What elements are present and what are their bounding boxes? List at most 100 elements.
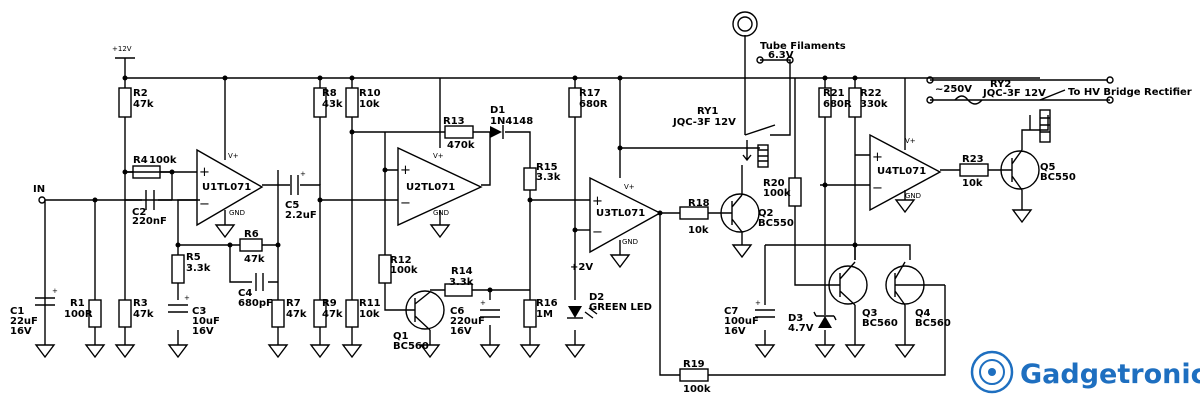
resistor-ref: R12	[390, 255, 412, 266]
diode-value: 1N4148	[490, 116, 533, 127]
resistor-r16	[523, 299, 537, 328]
opamp-u3: + − U3TL071 V+ GND	[589, 176, 662, 254]
resistor-r18	[679, 206, 709, 220]
wires	[44, 35, 1110, 376]
resistor-value: 100k	[390, 265, 418, 276]
resistor-r4	[132, 165, 161, 179]
opamp-u1: + − U1TL071 V+ GND	[196, 148, 264, 227]
resistor-value: 680R	[823, 99, 852, 110]
capacitor-ref: C4	[238, 288, 252, 299]
resistor-ref: R4	[133, 155, 148, 166]
transistor-ref: Q4	[915, 308, 931, 319]
resistor-r17	[568, 87, 582, 118]
resistor-value: 680R	[579, 99, 608, 110]
opamp-u2: + − U2TL071 V+ GND	[397, 146, 483, 227]
resistor-r15	[523, 167, 537, 191]
capacitor-value: 100uF	[724, 316, 759, 327]
resistor-r19	[679, 368, 709, 382]
diode-ref: D2	[589, 292, 604, 303]
capacitor-ref: C6	[450, 306, 464, 317]
vplus-label: V+	[433, 152, 444, 160]
tube-filament: Tube Filaments 6.3V	[732, 11, 846, 61]
resistor-value: 47k	[133, 99, 154, 110]
resistor-value: 3.3k	[449, 277, 474, 288]
resistor-ref: R20	[763, 178, 785, 189]
resistor-r8	[313, 87, 327, 118]
resistor-r13	[444, 125, 474, 139]
transistor-ref: Q5	[1040, 162, 1056, 173]
resistor-value: 47k	[286, 309, 307, 320]
transistor-value: BC560	[915, 318, 951, 329]
plus-sign: +	[872, 150, 883, 165]
opamp-label: U3TL071	[596, 208, 645, 219]
gnd-label: GND	[905, 192, 921, 200]
resistor-ref: R17	[579, 88, 601, 99]
capacitor-ref: C1	[10, 306, 24, 317]
resistor-r7	[271, 299, 285, 328]
transistor-value: BC550	[1040, 172, 1076, 183]
diode-ref: D3	[788, 313, 803, 324]
relay-type: JQC-3F 12V	[672, 117, 736, 128]
relay-type: JQC-3F 12V	[982, 88, 1046, 99]
svg-text:+: +	[480, 299, 486, 307]
logo-circle-icon	[970, 350, 1014, 394]
capacitor-ref: C7	[724, 306, 738, 317]
tube-label: Tube Filaments	[760, 41, 846, 52]
resistor-r14	[444, 283, 473, 297]
resistor-r12	[378, 254, 392, 284]
brand-logo: Gadgetronicx	[970, 350, 1200, 394]
resistor-ref: R7	[286, 298, 301, 309]
resistor-r11	[345, 299, 359, 328]
diode-value: 4.7V	[788, 323, 814, 334]
input-label: IN	[33, 184, 45, 195]
resistor-value: 3.3k	[536, 172, 561, 183]
minus-sign: −	[872, 181, 883, 196]
resistors: R1 100R R2 47k R3 47k R4 100k R5 3.3k R6…	[64, 87, 989, 395]
capacitor-voltage: 16V	[450, 326, 472, 337]
capacitor-voltage: 16V	[10, 326, 32, 337]
capacitor-value: 22uF	[10, 316, 38, 327]
resistor-ref: R1	[70, 298, 85, 309]
minus-sign: −	[199, 197, 210, 212]
resistor-r6	[239, 238, 263, 252]
resistor-ref: R2	[133, 88, 148, 99]
resistor-value: 1M	[536, 309, 553, 320]
svg-text:+: +	[755, 299, 761, 307]
plus-sign: +	[592, 194, 603, 209]
resistor-value: 47k	[244, 254, 265, 265]
resistor-r20	[788, 177, 802, 207]
capacitors: + C1 22uF 16V C2 220nF + C3 10uF 16V C4 …	[10, 170, 775, 337]
opamp-label: U1TL071	[202, 182, 251, 193]
resistor-ref: R15	[536, 162, 558, 173]
transistor-value: BC550	[758, 218, 794, 229]
capacitor-value: 2.2uF	[285, 210, 317, 221]
hv-label: To HV Bridge Rectifier	[1068, 87, 1192, 98]
svg-text:+: +	[184, 294, 190, 302]
resistor-r23	[959, 163, 989, 177]
resistor-value: 100R	[64, 309, 93, 320]
transistor-ref: Q3	[862, 308, 878, 319]
resistor-ref: R6	[244, 229, 259, 240]
resistor-ref: R8	[322, 88, 337, 99]
relay-ry2: RY2 JQC-3F 12V ~250V To HV Bridge Rectif…	[935, 79, 1192, 143]
resistor-r10	[345, 87, 359, 118]
resistor-ref: R11	[359, 298, 381, 309]
resistor-value: 100k	[149, 155, 177, 166]
transistor-value: BC560	[862, 318, 898, 329]
resistor-value: 43k	[322, 99, 343, 110]
opamp-label: U2TL071	[406, 182, 455, 193]
capacitor-value: 220nF	[132, 216, 167, 227]
capacitor-value: 220uF	[450, 316, 485, 327]
capacitor-ref: C5	[285, 200, 299, 211]
minus-sign: −	[592, 225, 603, 240]
resistor-value: 10k	[359, 309, 380, 320]
resistor-ref: R5	[186, 252, 201, 263]
resistor-r1	[88, 299, 102, 328]
resistor-value: 10k	[962, 178, 983, 189]
resistor-ref: R16	[536, 298, 558, 309]
mains-label: ~250V	[935, 84, 972, 95]
brand-name: Gadgetronicx	[1020, 359, 1200, 390]
vplus-label: V+	[228, 152, 239, 160]
capacitor-voltage: 16V	[192, 326, 214, 337]
